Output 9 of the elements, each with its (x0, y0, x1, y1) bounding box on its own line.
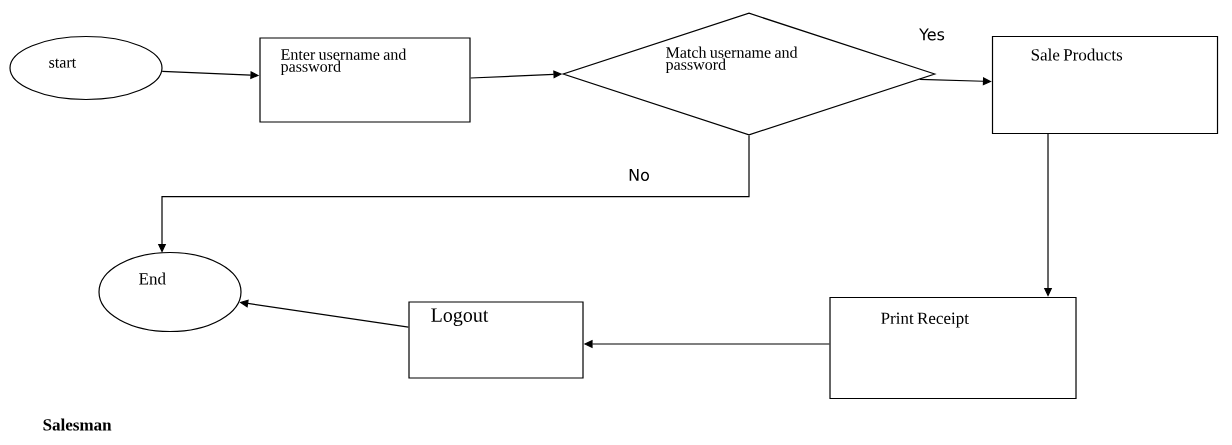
process-box: Enter username and password (259, 37, 471, 123)
end-oval: End (98, 251, 242, 333)
process-box: Logout (408, 301, 584, 379)
caption: Salesman (43, 418, 112, 431)
start-oval: start (9, 35, 163, 101)
process-box: Sale Products (991, 35, 1219, 135)
edge-label: No (627, 168, 651, 182)
process-box: Print Receipt (829, 296, 1077, 400)
arrow (919, 77, 992, 86)
